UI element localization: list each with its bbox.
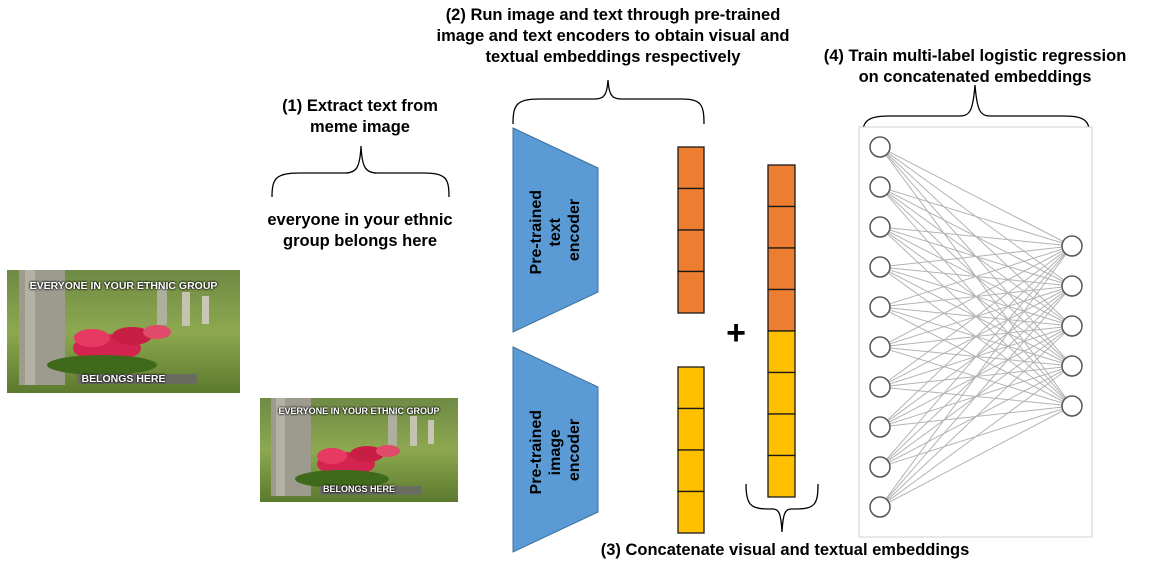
input-node (869, 136, 891, 158)
text-embedding-cell (677, 187, 705, 231)
extracted-text: everyone in your ethnic group belongs he… (235, 210, 485, 252)
network-edge (879, 285, 1073, 508)
text-embedding-cell (677, 229, 705, 273)
network-edge (879, 245, 1073, 508)
image-embedding-vector (677, 366, 705, 534)
output-node (1061, 275, 1083, 297)
input-node (869, 416, 891, 438)
meme-bottom-caption: BELONGS HERE (81, 373, 166, 385)
concat-image-cell (767, 413, 796, 457)
meme-top-caption-small: EVERYONE IN YOUR ETHNIC GROUP (278, 406, 440, 416)
network-edge (879, 245, 1073, 428)
output-node (1061, 355, 1083, 377)
network-edge (879, 245, 1073, 388)
network-nodes (869, 136, 1083, 518)
network-box (858, 126, 1093, 538)
network-edges (879, 146, 1073, 508)
input-node (869, 376, 891, 398)
extracted-text-line2: group belongs here (282, 232, 437, 250)
text-embedding-cell (677, 146, 705, 190)
image-embedding-cell (677, 490, 705, 534)
brace-step4 (861, 84, 1091, 142)
input-node (869, 256, 891, 278)
step4-line1: (4) Train multi-label logistic regressio… (823, 47, 1127, 65)
plus-symbol: + (726, 314, 746, 352)
network-edge (879, 245, 1073, 348)
step1-line1: (1) Extract text from (282, 97, 438, 115)
concat-text-cell (767, 288, 796, 332)
concat-text-cell (767, 247, 796, 291)
step3-label: (3) Concatenate visual and textual embed… (540, 540, 1030, 561)
brace-step2 (512, 79, 705, 125)
step2-line3: textual embeddings respectively (485, 48, 741, 66)
step2-line2: image and text encoders to obtain visual… (436, 27, 790, 45)
image-encoder-shape (512, 346, 599, 553)
network-edge (879, 186, 1073, 247)
text-encoder-label: Pre-trained text encoder (528, 186, 583, 275)
image-embedding-cell (677, 449, 705, 493)
image-embedding-cell (677, 366, 705, 410)
step4-label: (4) Train multi-label logistic regressio… (800, 46, 1150, 88)
text-encoder-shape (512, 127, 599, 333)
brace-step3 (745, 483, 819, 533)
network-edge (879, 325, 1073, 508)
step2-label: (2) Run image and text through pre-train… (388, 5, 838, 68)
concat-text-cell (767, 164, 796, 208)
concat-text-cell (767, 205, 796, 249)
output-node (1061, 315, 1083, 337)
meme-bottom-caption-small: BELONGS HERE (322, 484, 395, 494)
step4-line2: on concatenated embeddings (858, 68, 1092, 86)
extracted-text-line1: everyone in your ethnic (267, 211, 453, 229)
network-edge (879, 405, 1073, 508)
output-node (1061, 395, 1083, 417)
text-embedding-vector (677, 146, 705, 314)
step3-line1: (3) Concatenate visual and textual embed… (600, 541, 970, 559)
network-edge (879, 226, 1073, 247)
input-node (869, 216, 891, 238)
step1-label: (1) Extract text from meme image (255, 96, 465, 138)
concat-image-cell (767, 330, 796, 374)
step1-line2: meme image (310, 118, 410, 136)
network-edge (879, 245, 1073, 308)
input-node (869, 336, 891, 358)
network-edge (879, 146, 1073, 247)
network-edge (879, 365, 1073, 508)
meme-image-large: EVERYONE IN YOUR ETHNIC GROUP BELONGS HE… (7, 270, 240, 393)
concat-image-cell (767, 371, 796, 415)
input-node (869, 176, 891, 198)
text-embedding-cell (677, 270, 705, 314)
step2-line1: (2) Run image and text through pre-train… (445, 6, 781, 24)
meme-image-small: EVERYONE IN YOUR ETHNIC GROUP BELONGS HE… (260, 398, 458, 502)
output-node (1061, 235, 1083, 257)
input-node (869, 496, 891, 518)
brace-step1 (271, 145, 450, 198)
network-edge (879, 245, 1073, 268)
concatenated-embedding-vector (767, 164, 796, 498)
input-node (869, 296, 891, 318)
image-embedding-cell (677, 407, 705, 451)
network-edge (879, 245, 1073, 468)
concat-image-cell (767, 454, 796, 498)
input-node (869, 456, 891, 478)
meme-top-caption: EVERYONE IN YOUR ETHNIC GROUP (29, 280, 218, 292)
image-encoder-label: Pre-trained image encoder (528, 406, 583, 495)
